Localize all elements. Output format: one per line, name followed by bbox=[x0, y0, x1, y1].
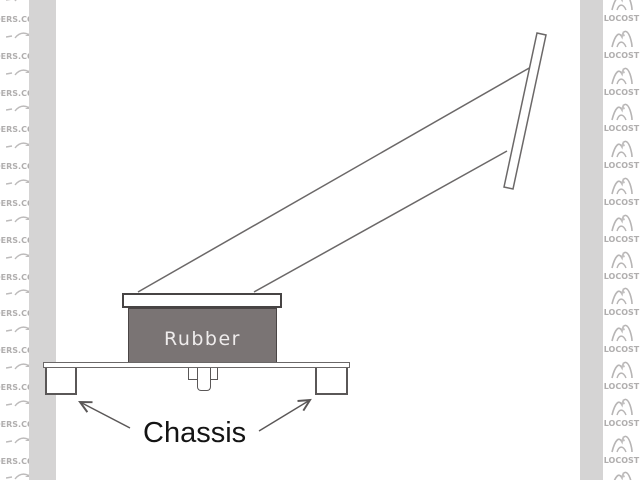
watermark-text: LOCOST bbox=[603, 381, 640, 391]
watermark-text: DERS.CO bbox=[0, 456, 29, 466]
chassis-rail-right bbox=[315, 366, 348, 395]
swoosh-icon bbox=[6, 326, 29, 333]
watermark-text: LOCOST bbox=[603, 234, 640, 244]
locost-logo-icon bbox=[610, 0, 633, 11]
watermark-tile: DERS.CO bbox=[0, 393, 29, 430]
swoosh-icon bbox=[6, 142, 29, 149]
watermark-column-right: LOCOST LOCOST LOCOST LOCOST bbox=[603, 0, 640, 480]
watermark-text: LOCOST bbox=[603, 418, 640, 428]
locost-logo-icon bbox=[610, 435, 633, 452]
chassis-label: Chassis bbox=[143, 417, 247, 449]
watermark-tile: LOCOST bbox=[603, 25, 640, 62]
watermark-tile: LOCOST bbox=[603, 393, 640, 430]
swoosh-icon bbox=[6, 105, 29, 112]
watermark-band-right bbox=[580, 0, 603, 480]
watermark-text: DERS.CO bbox=[0, 272, 29, 282]
swoosh-icon bbox=[6, 32, 29, 39]
locost-logo-icon bbox=[613, 471, 631, 480]
watermark-tile: LOCOST bbox=[603, 319, 640, 356]
chassis-plate bbox=[43, 362, 350, 368]
watermark-tile: LOCOST bbox=[603, 172, 640, 209]
watermark-text: LOCOST bbox=[603, 308, 640, 318]
watermark-text: LOCOST bbox=[603, 87, 640, 97]
mount-top-plate bbox=[122, 293, 282, 308]
locost-logo-icon bbox=[610, 251, 633, 268]
locost-logo-icon bbox=[610, 361, 633, 379]
watermark-text: DERS.CO bbox=[0, 346, 29, 356]
watermark-tile: DERS.CO bbox=[0, 135, 29, 172]
watermark-text: DERS.CO bbox=[0, 51, 29, 61]
watermark-text: DERS.CO bbox=[0, 15, 29, 24]
spring-blade bbox=[503, 32, 547, 190]
chassis-rail-left bbox=[45, 366, 77, 395]
rubber-label: Rubber bbox=[163, 327, 241, 350]
watermark-tile: DERS.CO bbox=[0, 282, 29, 319]
watermark-tile: DERS.CO bbox=[0, 319, 29, 356]
watermark-text: LOCOST bbox=[603, 14, 640, 23]
locost-logo-icon bbox=[610, 287, 633, 305]
watermark-tile: DERS.CO bbox=[0, 62, 29, 99]
watermark-tile: DERS.CO bbox=[0, 356, 29, 393]
watermark-text: LOCOST bbox=[603, 271, 640, 281]
swoosh-icon bbox=[6, 252, 29, 260]
watermark-text: LOCOST bbox=[603, 455, 640, 465]
watermark-text: DERS.CO bbox=[0, 382, 29, 392]
watermark-tile: DERS.CO bbox=[0, 466, 29, 480]
watermark-tile: LOCOST bbox=[603, 466, 640, 480]
watermark-text: DERS.CO bbox=[0, 235, 29, 245]
watermark-tile: DERS.CO bbox=[0, 172, 29, 209]
swoosh-icon bbox=[6, 400, 29, 407]
watermark-tile: LOCOST bbox=[603, 356, 640, 393]
locost-logo-icon bbox=[610, 140, 633, 158]
swoosh-icon bbox=[6, 216, 29, 223]
mount-stud bbox=[197, 368, 211, 391]
swoosh-icon bbox=[6, 69, 29, 76]
watermark-tile: DERS.CO bbox=[0, 209, 29, 246]
watermark-text: LOCOST bbox=[603, 124, 640, 134]
watermark-tile: LOCOST bbox=[603, 209, 640, 246]
locost-logo-icon bbox=[610, 398, 633, 416]
watermark-tile: DERS.CO bbox=[0, 25, 29, 62]
watermark-tile: DERS.CO bbox=[0, 0, 29, 25]
swoosh-icon bbox=[6, 289, 29, 296]
watermark-tile: DERS.CO bbox=[0, 98, 29, 135]
rubber-block: Rubber bbox=[128, 308, 277, 363]
arm-top-line bbox=[137, 66, 532, 293]
watermark-text: DERS.CO bbox=[0, 309, 29, 319]
watermark-text: DERS.CO bbox=[0, 162, 29, 172]
watermark-tile: LOCOST bbox=[603, 0, 640, 25]
locost-logo-icon bbox=[610, 30, 633, 48]
watermark-band-left bbox=[29, 0, 56, 480]
watermark-tile: LOCOST bbox=[603, 135, 640, 172]
watermark-text: LOCOST bbox=[603, 345, 640, 355]
swoosh-icon bbox=[6, 363, 29, 370]
watermark-text: DERS.CO bbox=[0, 419, 29, 429]
swoosh-icon bbox=[6, 473, 29, 480]
swoosh-icon bbox=[6, 436, 29, 444]
watermark-text: LOCOST bbox=[603, 197, 640, 207]
watermark-text: DERS.CO bbox=[0, 125, 29, 135]
watermark-tile: LOCOST bbox=[603, 282, 640, 319]
locost-logo-icon bbox=[610, 214, 633, 232]
watermark-text: LOCOST bbox=[603, 50, 640, 60]
watermark-tile: LOCOST bbox=[603, 62, 640, 99]
watermark-column-left: DERS.CO DERS.CO DERS.CO DERS.CO bbox=[0, 0, 29, 480]
watermark-tile: DERS.CO bbox=[0, 246, 29, 283]
watermark-tile: LOCOST bbox=[603, 246, 640, 283]
watermark-tile: DERS.CO bbox=[0, 430, 29, 467]
locost-logo-icon bbox=[610, 324, 633, 342]
locost-logo-icon bbox=[610, 67, 633, 84]
locost-logo-icon bbox=[610, 177, 633, 195]
watermark-tile: LOCOST bbox=[603, 98, 640, 135]
swoosh-icon bbox=[6, 179, 29, 186]
watermark-tile: LOCOST bbox=[603, 430, 640, 467]
arm-bottom-line bbox=[253, 150, 508, 293]
watermark-text: LOCOST bbox=[603, 161, 640, 171]
watermark-text: DERS.CO bbox=[0, 88, 29, 98]
locost-logo-icon bbox=[610, 103, 633, 121]
watermark-text: DERS.CO bbox=[0, 198, 29, 208]
